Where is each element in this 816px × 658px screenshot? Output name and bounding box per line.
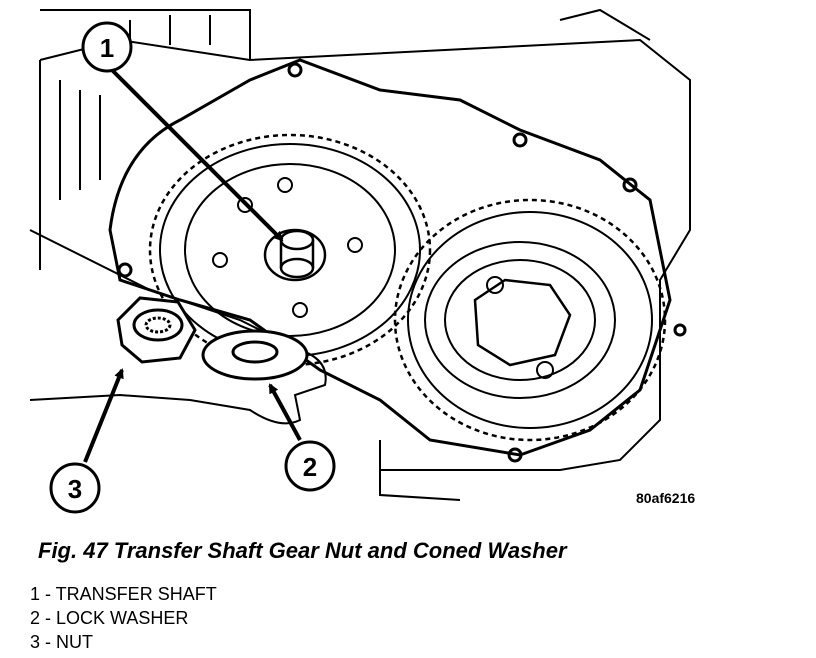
figure-title: Fig. 47 Transfer Shaft Gear Nut and Cone…: [38, 538, 567, 563]
callout-1-arrow: [110, 68, 284, 242]
callout-1-number: 1: [100, 33, 114, 63]
callout-2: 2: [268, 383, 336, 492]
image-id: 80af6216: [636, 490, 696, 506]
transfer-shaft: [263, 228, 327, 282]
lock-washer: [201, 329, 309, 381]
gear-cover-gasket: [108, 58, 687, 463]
callout-3: 3: [49, 368, 124, 514]
legend-item-lock-washer: 2 - LOCK WASHER: [30, 608, 189, 628]
callout-2-circle: [284, 440, 336, 492]
callout-2-number: 2: [303, 452, 317, 482]
callout-3-number: 3: [68, 474, 82, 504]
legend-item-nut: 3 - NUT: [30, 632, 93, 652]
nut: [116, 296, 197, 364]
legend: 1 - TRANSFER SHAFT 2 - LOCK WASHER 3 - N…: [30, 582, 217, 654]
callout-2-arrow: [268, 383, 302, 441]
legend-item-transfer-shaft: 1 - TRANSFER SHAFT: [30, 584, 217, 604]
callout-1-circle: [81, 21, 133, 73]
callout-3-circle: [49, 462, 101, 514]
callout-1: 1: [81, 21, 284, 242]
idler-gear: [393, 198, 667, 442]
transfer-shaft-illustration: 1 2 3: [29, 8, 691, 514]
callout-3-arrow: [83, 368, 124, 463]
engine-case: [39, 8, 691, 501]
